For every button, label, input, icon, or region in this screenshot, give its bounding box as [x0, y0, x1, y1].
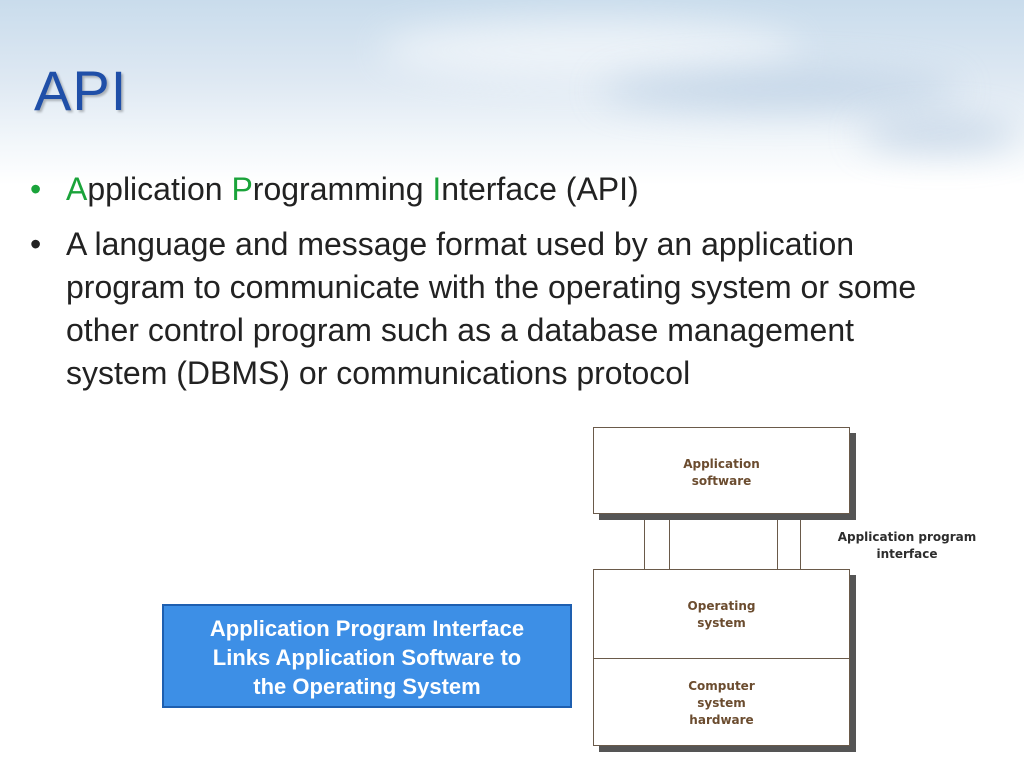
label-line: system: [697, 696, 746, 710]
label-line: software: [691, 474, 752, 488]
bullet-dot-icon: •: [30, 171, 42, 207]
api-connector-line: [800, 520, 801, 569]
header-streak: [600, 70, 960, 110]
label-line: hardware: [689, 713, 754, 727]
callout-line: Links Application Software to: [212, 645, 522, 670]
application-software-box: Application software: [593, 427, 850, 514]
definition-text: A language and message format used by an…: [66, 226, 917, 391]
acronym-letter-a: A: [66, 171, 88, 207]
bullet-item-definition: • A language and message format used by …: [28, 223, 968, 395]
label-line: interface: [876, 547, 938, 561]
acronym-word-rest: rogramming: [252, 171, 433, 207]
api-label: Application program interface: [832, 529, 982, 563]
api-connector-line: [777, 520, 778, 569]
callout-line: Application Program Interface: [209, 616, 525, 641]
api-connector-line: [644, 520, 645, 569]
bullet-item-acronym: • Application Programming Interface (API…: [28, 168, 968, 211]
acronym-letter-p: P: [231, 171, 253, 207]
operating-system-label: Operating system: [594, 598, 849, 632]
acronym-letter-i: I: [432, 171, 442, 207]
computer-hardware-label: Computer system hardware: [594, 678, 849, 729]
label-line: Operating: [687, 599, 756, 613]
slide-title: API: [34, 59, 128, 122]
bullet-dot-icon: •: [30, 226, 42, 262]
acronym-word-rest: pplication: [87, 171, 232, 207]
header-streak: [860, 120, 1020, 150]
callout-box: Application Program Interface Links Appl…: [162, 604, 572, 708]
label-line: Computer: [688, 679, 755, 693]
api-connector-line: [669, 520, 670, 569]
callout-line: the Operating System: [253, 674, 481, 699]
acronym-word-rest: nterface (API): [441, 171, 639, 207]
label-line: system: [697, 616, 746, 630]
application-software-label: Application software: [594, 456, 849, 490]
label-line: Application: [683, 457, 760, 471]
label-line: Application program: [837, 530, 977, 544]
bullet-list: • Application Programming Interface (API…: [28, 168, 968, 407]
os-hardware-divider: [594, 658, 849, 659]
os-hardware-box: Operating system Computer system hardwar…: [593, 569, 850, 746]
